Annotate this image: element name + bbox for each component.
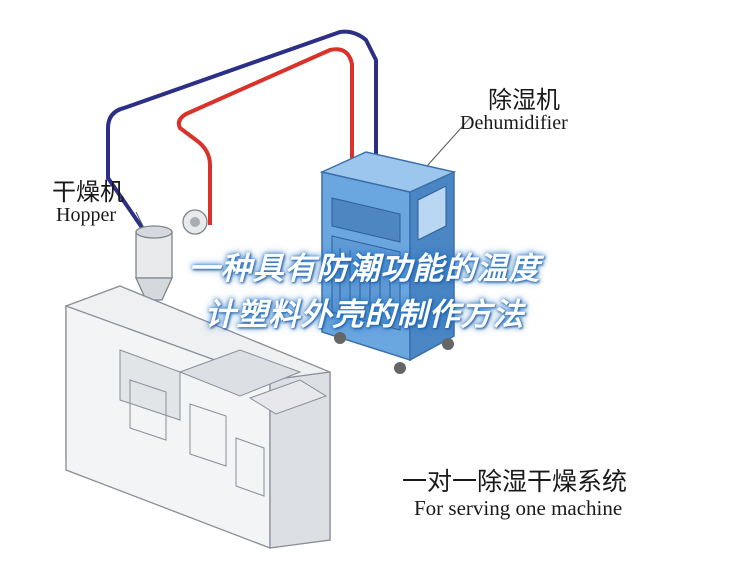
dehumidifier-unit (319, 151, 457, 374)
hopper (134, 209, 208, 301)
blue-pipe (106, 29, 378, 234)
dehumidifier-label-cn: 除湿机 (488, 86, 560, 114)
injection-machine (65, 285, 331, 549)
hopper-label-cn: 干燥机 (52, 178, 124, 206)
system-label-en: For serving one machine (414, 496, 623, 520)
hopper-label-en: Hopper (56, 204, 116, 226)
red-pipe (176, 47, 354, 225)
system-label-cn: 一对一除湿干燥系统 (402, 467, 628, 496)
dehumidifier-label-en: Dehumidifier (460, 112, 568, 134)
